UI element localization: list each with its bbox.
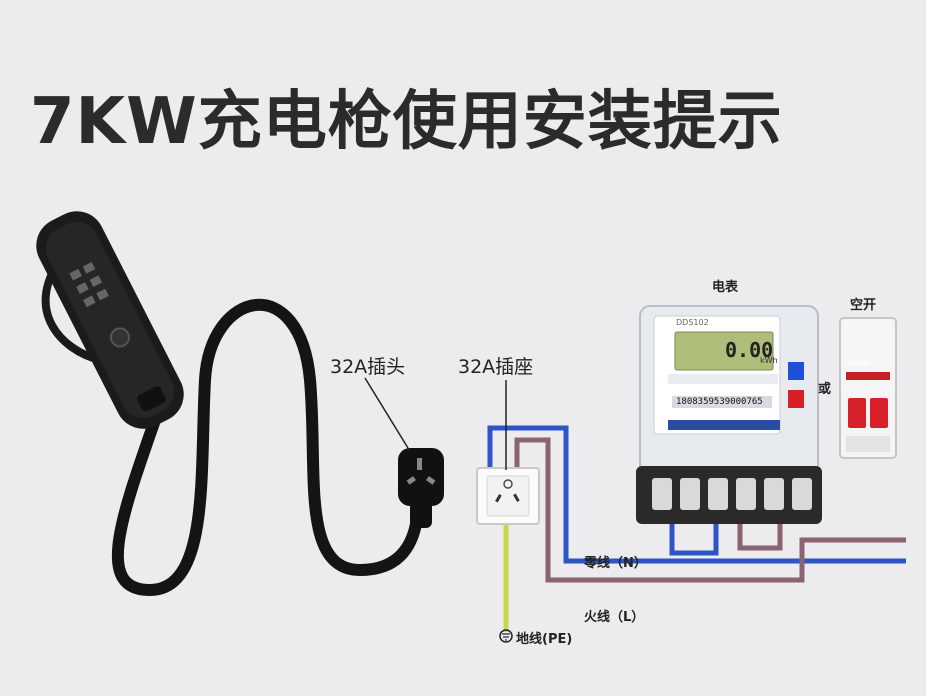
plug-pointer: [364, 377, 409, 449]
earth-label: 地线(PE): [516, 632, 573, 647]
neutral-meter-link: [669, 496, 719, 556]
live-wire: [514, 437, 906, 583]
meter-serial: 1808359539000765: [676, 397, 763, 407]
meter-unit: kWh: [760, 356, 778, 365]
meter-model: DDS102: [676, 318, 709, 327]
charging-gun-icon: [36, 211, 184, 429]
plug-label: 32A插头: [330, 356, 406, 378]
electric-meter-icon: [636, 305, 822, 524]
live-label: 火线（L）: [584, 610, 645, 625]
breaker-label: 空开: [850, 298, 877, 313]
socket-label: 32A插座: [458, 356, 534, 378]
wall-socket-icon: [476, 467, 540, 525]
charging-cable: [111, 299, 425, 597]
circuit-breaker-icon: [839, 317, 897, 459]
or-label: 或: [818, 382, 832, 397]
plug-icon: [398, 448, 444, 528]
neutral-label: 零线（N）: [584, 556, 647, 571]
neutral-wire: [487, 425, 906, 564]
ground-symbol-icon: [499, 629, 513, 643]
breaker-brand: DELIXI: [848, 360, 870, 367]
meter-label: 电表: [712, 280, 739, 295]
page-title: 7KW充电枪使用安装提示: [30, 85, 783, 159]
meter-reading: 0.00: [725, 338, 774, 362]
